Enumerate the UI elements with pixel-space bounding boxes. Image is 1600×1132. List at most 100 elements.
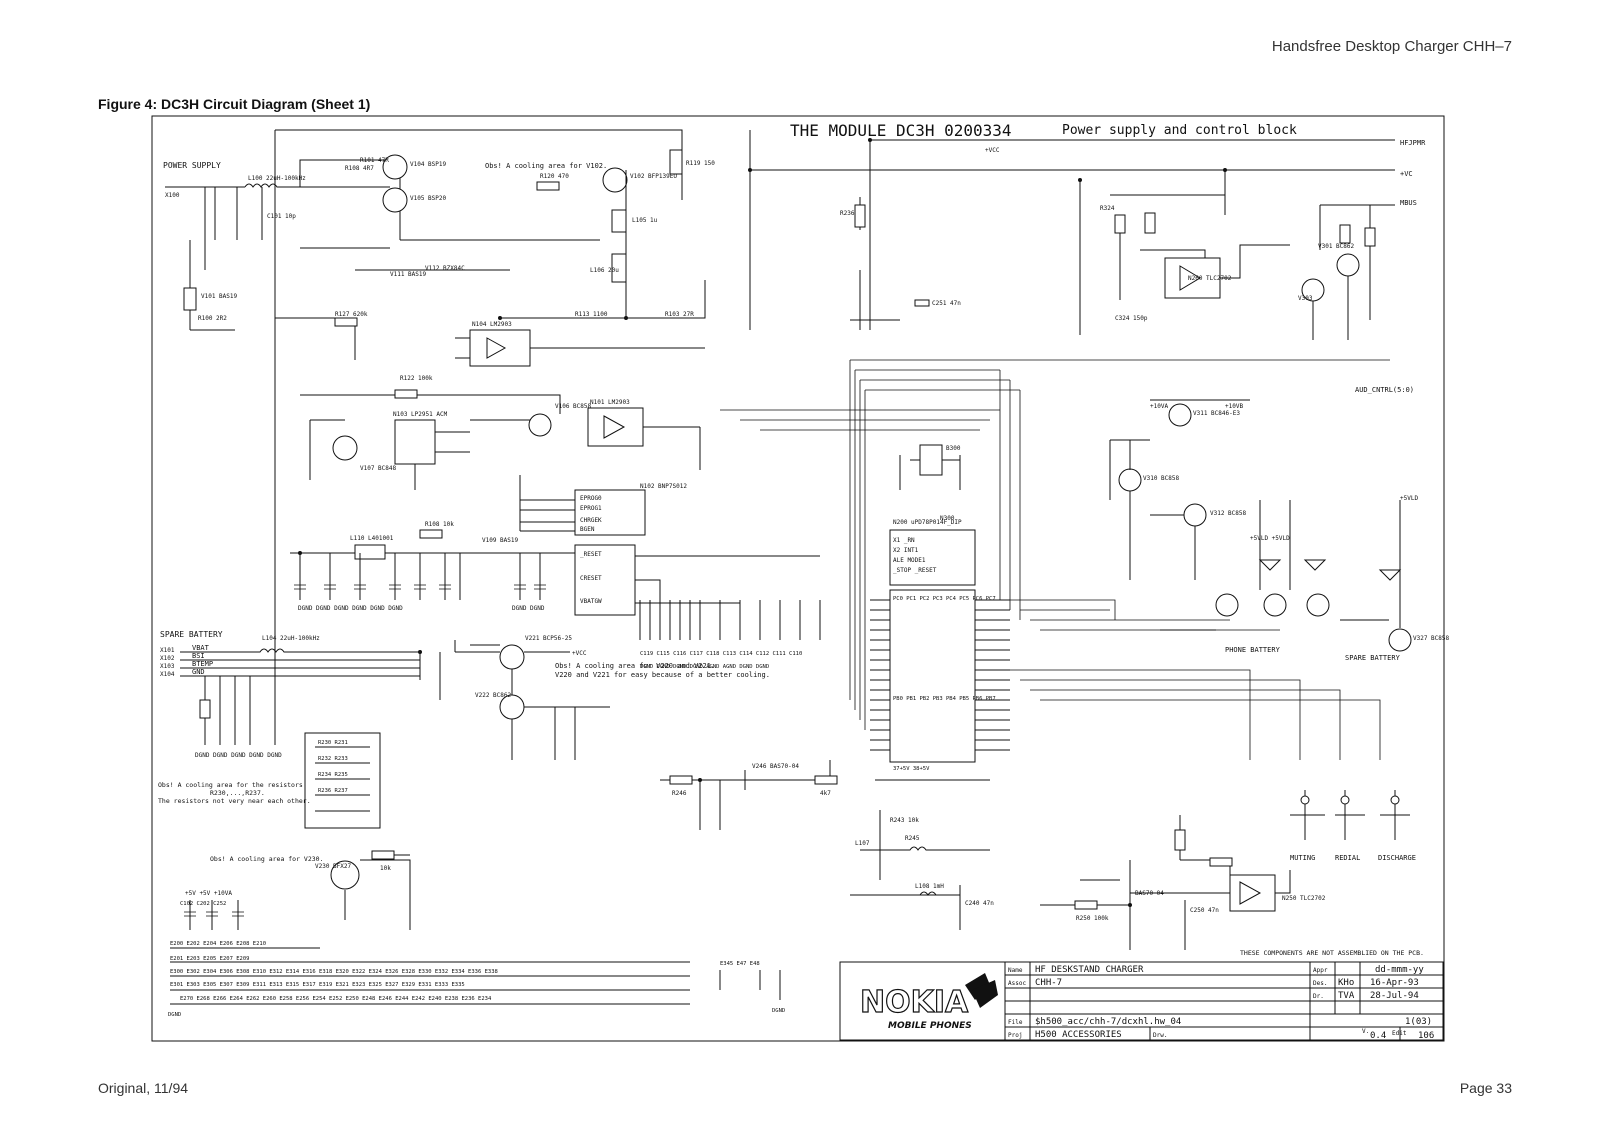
- c251-label: C251 47n: [932, 300, 961, 307]
- n200-supply: 37+5V 38+5V: [893, 766, 930, 772]
- r127-label: R127 620k: [335, 311, 368, 318]
- plus10va-label: +10VA: [1150, 403, 1168, 410]
- muting-label: MUTING: [1290, 854, 1315, 862]
- strip-row-3: E300 E302 E304 E306 E308 E310 E312 E314 …: [170, 969, 498, 975]
- edit-value: 106: [1418, 1031, 1434, 1041]
- v327-label: V327 BC858: [1413, 635, 1450, 642]
- vbat-label: VBAT: [192, 644, 210, 652]
- proj-value: H500 ACCESSORIES: [1035, 1030, 1122, 1040]
- n200-pin-ale: ALE MODE1: [893, 557, 926, 564]
- x102-label: X102: [160, 655, 175, 662]
- resistors-note-1: Obs! A cooling area for the resistors: [158, 781, 303, 789]
- r244-label: 4k7: [820, 790, 831, 797]
- sheet-value: 1(03): [1405, 1017, 1432, 1027]
- opamp-n250: N250 TLC2702: [1130, 815, 1326, 912]
- block-title: Power supply and control block: [1062, 123, 1297, 138]
- r245-label: R245: [905, 835, 920, 842]
- dr-date: 28-Jul-94: [1370, 991, 1419, 1001]
- l100-label: L100 22uH-100kHz: [248, 175, 306, 182]
- spare-battery-section: SPARE BATTERY X101 X102 X103 X104 VBAT B…: [160, 630, 456, 759]
- power-supply-input: POWER SUPPLY X100 L100 22uH-100kHz C101 …: [163, 159, 390, 331]
- opamp-n260: N260 TLC2702 R324 C324 150p: [1100, 194, 1290, 322]
- n200-pin-x2: X2 INT1: [893, 547, 919, 554]
- plus10vb-label: +10VB: [1225, 403, 1243, 410]
- row-middle-gnd: DGND DGND DGND DGND AGND AGND DGND DGND: [640, 664, 769, 670]
- strip-row-2: E201 E203 E205 E207 E209: [170, 956, 249, 962]
- c240-label: C240 47n: [965, 900, 994, 907]
- gnd-row-2: DGND DGND: [512, 605, 545, 612]
- r108-label: R108 4R7: [345, 165, 374, 172]
- v112-label: V112 BZX84C: [425, 265, 465, 272]
- ic-n102: N102 BNP7S012 EPROG0 EPROG1 CHRGEK BGEN: [519, 475, 687, 536]
- r232-label: R232 R233: [318, 756, 348, 762]
- logo-mark: [965, 973, 998, 1008]
- microcontroller-n200: N200 uPD78P014F_DIP X1 _RN X2 INT1 ALE M…: [870, 444, 1010, 772]
- v104-label: V104 BSP19: [410, 161, 447, 168]
- r324-label: R324: [1100, 205, 1115, 212]
- hfjpmr-label: HFJPMR: [1400, 139, 1426, 147]
- n260-label: N260 TLC2702: [1188, 275, 1232, 282]
- running-header: Handsfree Desktop Charger CHH–7: [1271, 38, 1512, 55]
- l108-label: L108 1mH: [915, 883, 944, 890]
- spare-gnd-row: DGND DGND DGND DGND DGND: [195, 752, 282, 759]
- regulator-n103: N103 LP2951 ACM V107 BC848 R122 100k: [309, 375, 470, 490]
- caps-bottom-left-top: +5V +5V +10VA: [185, 890, 232, 897]
- v230-note: Obs! A cooling area for V230.: [210, 855, 324, 863]
- des-date: 16-Apr-93: [1370, 978, 1419, 988]
- n200-pin-x1: X1 _RN: [893, 537, 915, 544]
- resistors-r243-r246: R246 4k7 V246 BAS70-04: [660, 760, 990, 830]
- footer-page-number: Page 33: [1459, 1080, 1512, 1096]
- assoc-value: CHH-7: [1035, 978, 1062, 988]
- r119-label: R119 150: [686, 160, 715, 167]
- n101-label: N101 LM2903: [590, 399, 630, 406]
- component-row-middle: C119 C115 C116 C117 C118 C113 C114 C112 …: [639, 600, 821, 670]
- r236b-label: R236: [840, 210, 855, 217]
- v303-label: V303: [1298, 295, 1313, 302]
- led-label-1: +5VLD +5VLD: [1250, 535, 1290, 542]
- mbus-transistors: V301 BC862 V303: [1298, 204, 1395, 340]
- n200-pin-stop: _STOP _RESET: [893, 567, 937, 574]
- aud-cntrl-label: AUD_CNTRL(5:0): [1355, 386, 1414, 394]
- strip-row-4: E301 E303 E305 E307 E309 E311 E313 E315 …: [170, 982, 465, 988]
- l107-label: L107: [855, 840, 870, 847]
- v106-label: V106 BC858: [555, 403, 592, 410]
- r113-label: R113 1100: [575, 311, 608, 318]
- spare-battery-label: SPARE BATTERY: [160, 630, 223, 639]
- transistor-v230: Obs! A cooling area for V230. V230 BFX27…: [210, 850, 411, 930]
- r120-label: R120 470: [540, 173, 569, 180]
- resistors-note-2: R230,...,R237.: [210, 789, 265, 797]
- footer-date: Original, 11/94: [98, 1080, 189, 1096]
- schematic-frame: [151, 115, 1445, 1042]
- comparator-n104: N104 LM2903 R113 1100 R103 27R: [455, 280, 706, 367]
- des-label: Des.: [1313, 980, 1327, 987]
- v250-label: BAS70-04: [1135, 890, 1164, 897]
- plus-vcc: +VCC: [572, 650, 587, 657]
- v310-label: V310 BC858: [1143, 475, 1180, 482]
- r100-label: R100 2R2: [198, 315, 227, 322]
- phone-battery-leds: PHONE BATTERY SPARE BATTERY +5VLD +5VLD …: [1160, 495, 1450, 662]
- r243-label: R243 10k: [890, 817, 919, 824]
- v109-label: V109 BAS19: [482, 537, 519, 544]
- version-value: 0.4: [1370, 1031, 1386, 1041]
- v102-note: Obs! A cooling area for V102.: [485, 162, 607, 170]
- b300-label: B300: [946, 445, 961, 452]
- r108b-label: R108 10k: [425, 521, 454, 528]
- n102-label: N102 BNP7S012: [640, 483, 687, 490]
- r230-label: R230 R231: [318, 740, 348, 746]
- pin-vbat: VBATGW: [580, 598, 602, 605]
- n102-pin-d: BGEN: [580, 526, 595, 533]
- n200-pins-right: PB0 PB1 PB2 PB3 PB4 PB5 PB6 PB7: [893, 696, 996, 702]
- connector-strip: E200 E202 E204 E206 E208 E210 E201 E203 …: [168, 941, 785, 1018]
- x100-label: X100: [165, 192, 180, 199]
- logo-subtitle: MOBILE PHONES: [888, 1021, 972, 1031]
- x103-label: X103: [160, 663, 175, 670]
- l107-area: L107 R245 R243 10k L108 1mH C240 47n: [850, 810, 994, 930]
- strip-row-1: E200 E202 E204 E206 E208 E210: [170, 941, 266, 947]
- n250-label: N250 TLC2702: [1282, 895, 1326, 902]
- capacitor-row-bottom-left: +5V +5V +10VA C102 C202 C252: [180, 890, 244, 930]
- l104-label: L104 22uH-100kHz: [262, 635, 320, 642]
- logo-text: NOKIA: [860, 985, 969, 1020]
- appr-label: Appr: [1313, 967, 1328, 974]
- c101-label: C101 10p: [267, 213, 296, 220]
- strip-row-5: E270 E268 E266 E264 E262 E260 E258 E256 …: [180, 996, 492, 1002]
